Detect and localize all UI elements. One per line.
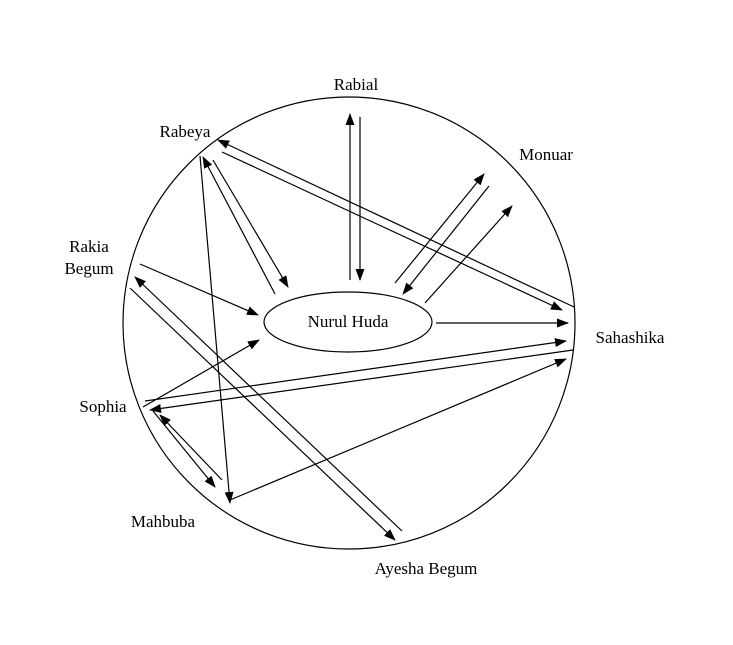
edge-rabeya-to-nurul-huda — [212, 159, 289, 288]
edges-group — [129, 113, 575, 541]
center-node-label: Nurul Huda — [308, 312, 389, 331]
label-sophia: Sophia — [79, 397, 127, 416]
edge-rabeya-to-mahbuba — [199, 155, 234, 504]
edge-sophia-to-mahbuba — [152, 410, 216, 488]
network-boundary-circle — [122, 96, 576, 550]
edge-sophia-to-sahashika — [144, 338, 567, 402]
label-mahbuba: Mahbuba — [131, 512, 196, 531]
label-ayesha-begum: Ayesha Begum — [375, 559, 478, 578]
edge-nurul-huda-to-rabeya — [202, 156, 276, 295]
label-rakia-line1: Rakia — [69, 237, 109, 256]
edge-nurul-huda-to-monuar-1 — [394, 173, 485, 284]
edge-sahashika-to-sophia — [149, 349, 574, 413]
edge-rakia-to-ayesha — [129, 287, 396, 541]
edge-sophia-to-nurul-huda — [142, 339, 260, 408]
label-sahashika: Sahashika — [596, 328, 665, 347]
label-rabial: Rabial — [334, 75, 379, 94]
edge-rakia-to-nurul-huda — [139, 263, 259, 316]
edge-nurul-huda-to-monuar-2 — [424, 205, 513, 304]
label-monuar: Monuar — [519, 145, 573, 164]
edge-monuar-to-nurul-huda — [402, 185, 490, 295]
edge-sahashika-to-rabeya — [217, 139, 575, 308]
edge-ayesha-to-rakia — [134, 276, 403, 532]
center-node-ellipse — [263, 291, 433, 353]
label-rakia-line2: Begum — [64, 259, 113, 278]
edge-mahbuba-to-sophia — [159, 414, 223, 481]
edge-rabeya-to-sahashika — [221, 151, 563, 311]
label-rabeya: Rabeya — [160, 122, 211, 141]
edge-mahbuba-to-sahashika — [229, 358, 567, 501]
